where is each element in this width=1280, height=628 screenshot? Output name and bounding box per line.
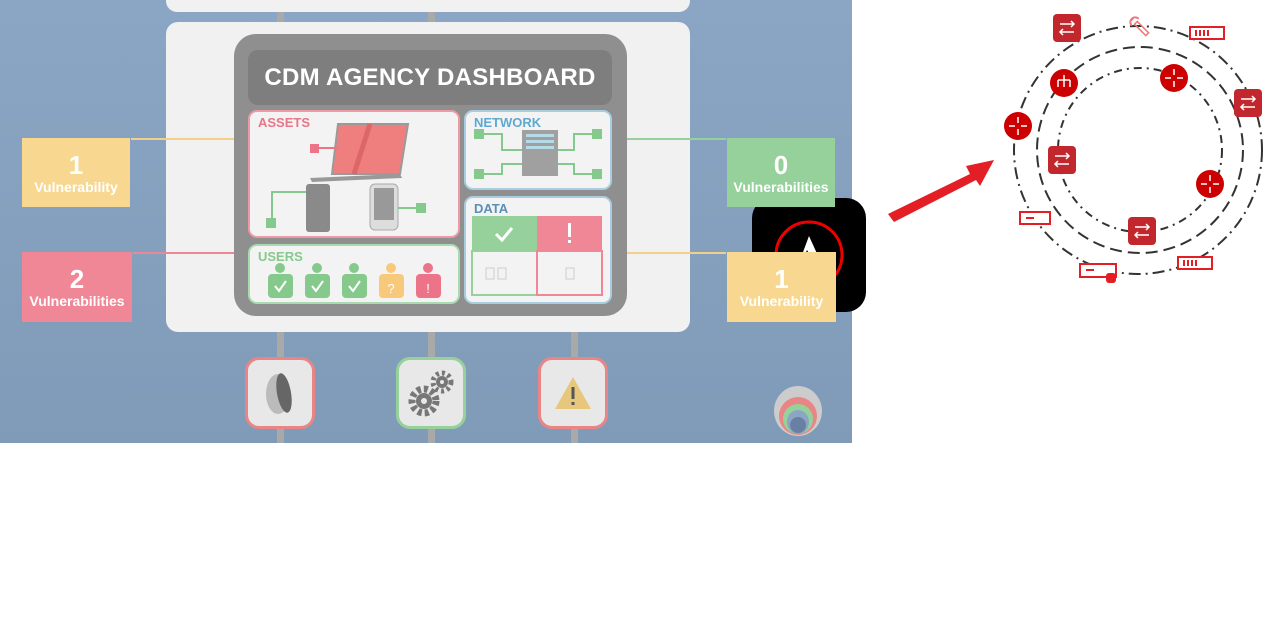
vulnerability-count: 1 [774,264,789,294]
data-section: DATA [464,196,612,304]
network-label: NETWORK [474,115,542,130]
network-diagram-icon [474,129,602,179]
lock-icon [1106,273,1116,283]
warning-tile [538,357,608,429]
svg-text:!: ! [426,281,430,296]
assets-label: ASSETS [258,115,311,130]
top-panel [166,0,690,12]
vulnerability-label: Vulnerabilities [733,178,829,195]
connector-line [133,252,262,254]
vulnerability-label: Vulnerability [739,293,824,309]
vulnerability-box-data: 1 Vulnerability [727,252,836,322]
disk-icon [266,373,292,414]
users-section: USERS ? ! [248,244,460,304]
vulnerability-label: Vulnerabilities [29,293,125,309]
vulnerability-label: Vulnerability [34,178,118,195]
outer-ring [1013,25,1263,275]
connector-line [131,138,260,140]
network-ring-diagram [1004,14,1263,283]
hierarchy-icon [1050,69,1078,97]
connector-line [610,138,726,140]
vulnerability-count: 1 [68,149,84,180]
connector-line [277,0,284,40]
cdm-dashboard: CDM AGENCY DASHBOARD ASSETS NETWORK [234,34,627,316]
video-frame: CDM AGENCY DASHBOARD ASSETS NETWORK [0,0,852,443]
users-label: USERS [258,249,303,264]
users-icon: ? ! [268,263,441,298]
vulnerability-count: 0 [773,149,789,180]
red-arrow-icon [888,160,994,222]
data-status-icon [471,216,603,296]
connector-line [600,252,726,254]
inner-ring [1057,67,1223,233]
switch-icons [1048,14,1262,245]
assets-section: ASSETS [248,110,460,238]
disk-tile [245,357,315,429]
vulnerability-count: 2 [69,264,85,294]
vulnerability-box-network: 0 Vulnerabilities [727,138,835,207]
vulnerability-box-users: 2 Vulnerabilities [22,252,132,322]
network-section: NETWORK [464,110,612,190]
cdm-layers-logo [774,386,822,436]
server-icons [1019,26,1225,278]
svg-text:?: ? [387,281,394,296]
gears-icon [408,370,454,417]
dashboard-title: CDM AGENCY DASHBOARD [248,50,612,105]
gears-tile [396,357,466,429]
wrench-icon [1129,16,1150,37]
middle-ring [1036,46,1244,254]
vulnerability-box-assets: 1 Vulnerability [22,138,130,207]
warning-icon [555,377,591,409]
assets-devices-icon [266,123,426,232]
data-label: DATA [474,201,509,216]
router-icons [1004,64,1224,198]
